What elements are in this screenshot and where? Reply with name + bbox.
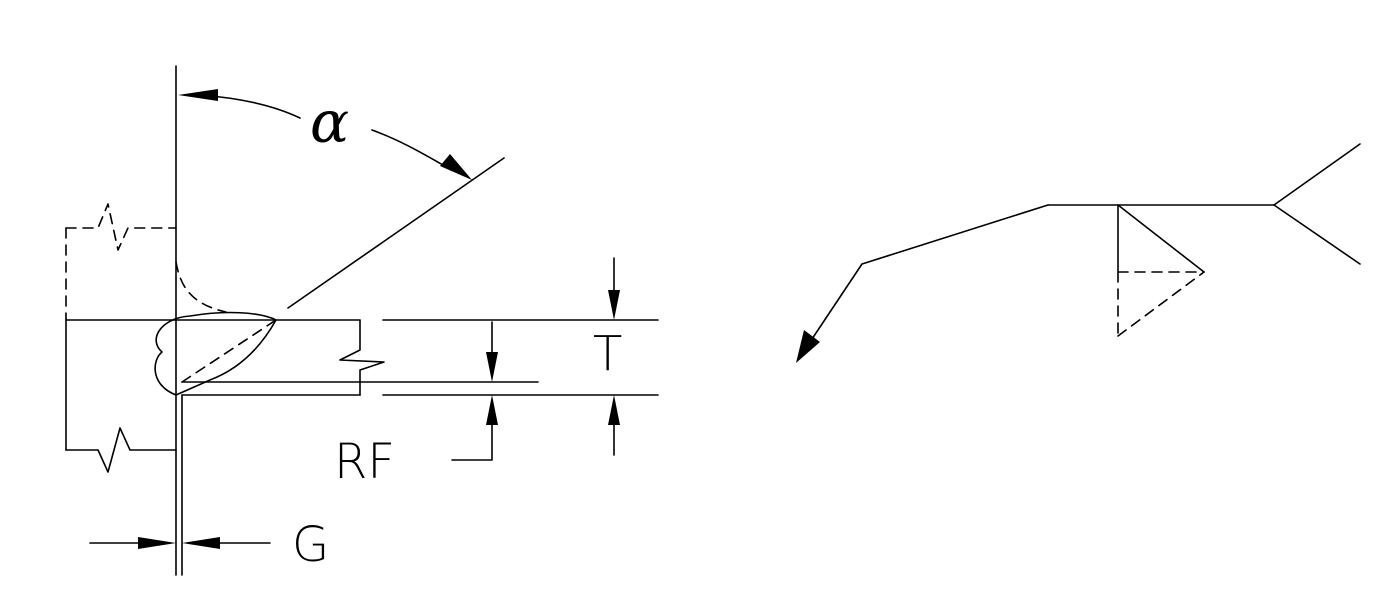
- weld-root-hidden-profile: [175, 261, 227, 313]
- gap-arrowhead-right: [182, 537, 220, 549]
- angle-arc-right: [371, 129, 453, 171]
- bevel-extension-line: [287, 157, 505, 309]
- gap-dimension: G: [89, 517, 329, 573]
- thickness-label: T: [593, 326, 622, 382]
- root-face-label: RF: [334, 434, 395, 490]
- thickness-arrowhead-top: [608, 290, 620, 320]
- weld-symbol-tail-upper: [1273, 143, 1361, 206]
- horizontal-plate: [65, 319, 539, 396]
- weld-symbol: [796, 143, 1361, 363]
- plate-break-line: [339, 319, 385, 396]
- vertical-member-lower-break: [65, 427, 177, 473]
- weld-symbol-arrowhead: [796, 330, 820, 363]
- bevel-edge-hidden: [181, 319, 277, 383]
- vertical-member: [65, 203, 183, 576]
- angle-dimension: α: [178, 88, 472, 180]
- angle-arrowhead-right: [440, 154, 472, 180]
- bevel-symbol-dashed-slant: [1117, 271, 1205, 337]
- bevel-symbol-slant: [1117, 204, 1205, 273]
- gap-arrowhead-left: [138, 537, 176, 549]
- thickness-arrowhead-bottom: [608, 395, 620, 425]
- root-face-arrowhead-top: [486, 352, 498, 382]
- root-face-dimension: RF: [334, 321, 498, 490]
- angle-arrowhead-left: [178, 89, 218, 101]
- vertical-member-upper-break: [65, 203, 177, 251]
- weld-symbol-tail-lower: [1273, 204, 1361, 265]
- weld-bead: [154, 311, 277, 396]
- weld-symbol-leader: [809, 204, 1049, 343]
- root-face-leader-bottom: [451, 414, 493, 461]
- root-face-arrowhead-bottom: [486, 395, 498, 425]
- angle-label: α: [310, 88, 349, 156]
- gap-label: G: [292, 517, 329, 573]
- thickness-dimension: T: [382, 257, 659, 456]
- joint-detail: α T RF G: [65, 65, 659, 576]
